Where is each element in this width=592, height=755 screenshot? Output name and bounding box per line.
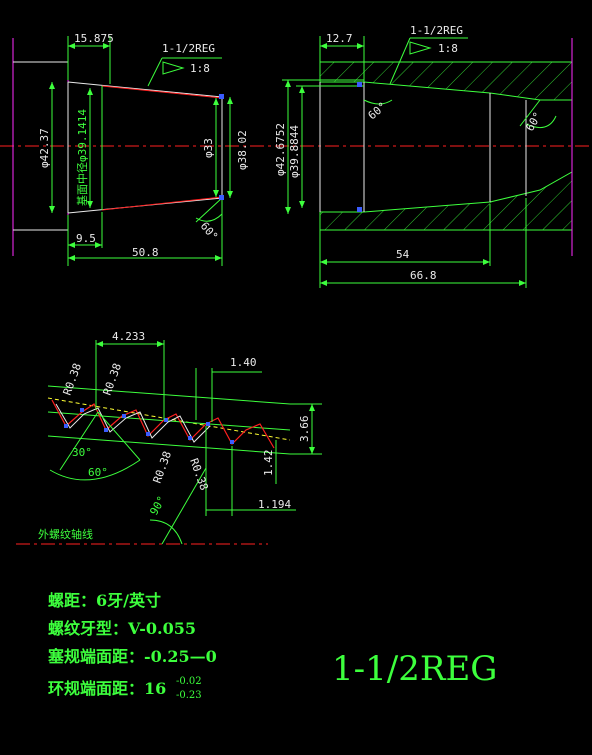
spec-ring-standoff: 环规端面距：16: [48, 679, 166, 698]
profile-dim-1194: 1.194: [258, 498, 291, 511]
profile-pitch: 4.233: [112, 330, 145, 343]
box-hatch-top: [319, 61, 573, 101]
pin-taper-top: [67, 81, 223, 98]
box-thread-callout: 1-1/2REG: [410, 24, 463, 37]
spec-ring-tol-upper: -0.02: [176, 676, 202, 687]
profile-dim-140: 1.40: [230, 356, 257, 369]
profile-dim-366: 3.66: [298, 416, 311, 443]
pin-dim-33: φ33: [202, 138, 215, 158]
pin-angle-60: 60°: [198, 220, 221, 244]
box-dim-54: 54: [396, 248, 410, 261]
pin-dim-3802: φ38.02: [236, 130, 249, 170]
box-hatch-bottom: [319, 171, 573, 231]
profile-angle-30: 30°: [72, 446, 92, 459]
profile-r038a: R0.38: [61, 361, 85, 397]
spec-ring-tol-lower: -0.23: [176, 690, 202, 701]
profile-r038d: R0.38: [187, 457, 211, 493]
pin-thread-callout: 1-1/2REG: [162, 42, 215, 55]
pin-gauge-pitch-dia: 基面中径φ39.1414: [76, 109, 89, 206]
drawing-title: 1-1/2REG: [332, 649, 497, 689]
profile-axis-label: 外螺纹轴线: [38, 527, 93, 541]
pin-taper-callout: 1:8: [190, 62, 210, 75]
spec-pitch: 螺距：6牙/英寸: [48, 591, 161, 610]
profile-angle-60: 60°: [88, 466, 108, 479]
thread-teeth-white: [55, 403, 211, 443]
spec-block: 螺距：6牙/英寸 螺纹牙型：V-0.055 塞规端面距：-0.25—0 环规端面…: [48, 591, 217, 701]
box-dim-398844: φ39.8844: [288, 125, 301, 178]
spec-form: 螺纹牙型：V-0.055: [48, 619, 196, 638]
pin-dim-4237: φ42.37: [38, 128, 51, 168]
profile-angle-90: 90°: [147, 494, 168, 518]
pin-dim-508: 50.8: [132, 246, 159, 259]
profile-dim-142: 1.42: [262, 450, 275, 477]
box-dim-668: 66.8: [410, 269, 437, 282]
thread-profile: 4.233 1.40 R0.38 R0.38 R0.38 R0.38 3.66 …: [16, 330, 322, 545]
box-dim-127: 12.7: [326, 32, 353, 45]
box-taper-callout: 1:8: [438, 42, 458, 55]
box-angle-60b: 60°: [523, 110, 544, 134]
thread-teeth-red: [51, 399, 275, 449]
spec-plug-standoff: 塞规端面距：-0.25—0: [48, 647, 217, 666]
profile-r038c: R0.38: [151, 449, 175, 485]
box-dim-426752: φ42.6752: [274, 123, 287, 176]
pin-dim-95: 9.5: [76, 232, 96, 245]
box-view: 12.7 1-1/2REG 1:8 60° 60° φ42.6752 φ39.8…: [274, 24, 592, 288]
pin-view: 15.875 1-1/2REG 1:8 φ42.37 基面中径φ39.1414 …: [0, 32, 300, 266]
pin-dim-15875: 15.875: [74, 32, 114, 45]
